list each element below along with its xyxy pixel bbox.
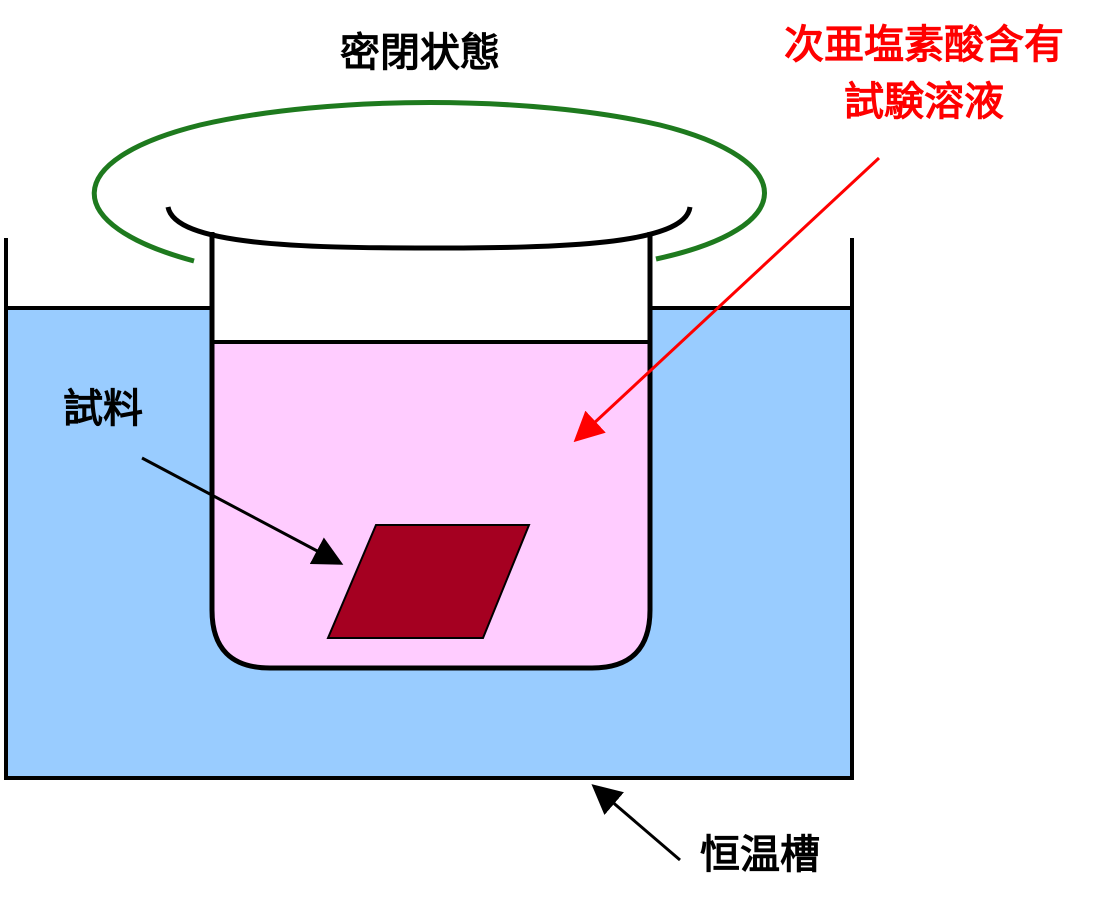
beaker-wall (209, 232, 653, 671)
solution-arrow (573, 156, 881, 443)
sealed-state-label: 密閉状態 (340, 30, 500, 76)
sample-piece (326, 524, 531, 639)
bath-wall (4, 238, 854, 780)
bath-arrow (591, 784, 681, 862)
seal-ring-back (91, 100, 767, 264)
solution-label-line-1: 次亜塩素酸含有 (784, 22, 1064, 68)
sample-label: 試料 (63, 386, 143, 432)
solution-label-line-2: 試験溶液 (844, 79, 1004, 125)
beaker-rim (165, 206, 693, 251)
thermostat-bath-label: 恒温槽 (700, 832, 820, 878)
test-solution-liquid (212, 342, 650, 668)
sample-arrow (141, 456, 344, 565)
